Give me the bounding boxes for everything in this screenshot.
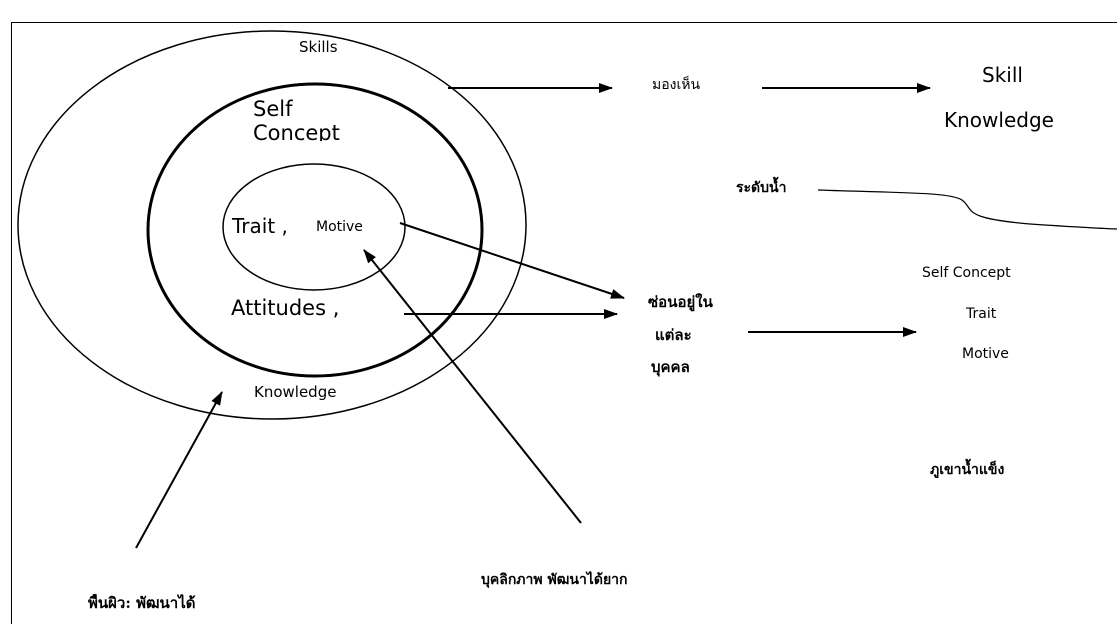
- label-hidden-2: แต่ละ: [655, 326, 692, 344]
- label-water-level: ระดับน้ำ: [736, 180, 787, 196]
- arrow-motive-to-hidden: [399, 222, 625, 299]
- arrow-surface-to-knowledge: [135, 391, 223, 549]
- middle-ring: [146, 82, 484, 378]
- label-knowledge: Knowledge: [254, 383, 337, 401]
- label-attitudes: Attitudes ,: [231, 296, 340, 320]
- label-visible: มองเห็น: [652, 77, 701, 93]
- label-motive-right: Motive: [962, 346, 1009, 362]
- label-hidden-1: ซ่อนอยู่ใน: [648, 293, 713, 311]
- label-personality: บุคลิกภาพ พัฒนาได้ยาก: [481, 572, 628, 588]
- label-motive: Motive: [316, 219, 363, 235]
- label-self-concept-right: Self Concept: [922, 265, 1011, 281]
- arrow-personality-to-trait: [363, 249, 582, 524]
- inner-ring: [222, 163, 406, 291]
- label-trait-right: Trait: [966, 306, 997, 322]
- label-hidden-3: บุคคล: [651, 358, 690, 376]
- label-knowledge-right: Knowledge: [944, 108, 1054, 132]
- label-trait: Trait ,: [232, 214, 288, 238]
- label-self-concept: Self Concept: [253, 97, 340, 141]
- label-skill: Skill: [982, 63, 1023, 87]
- diagram-frame: [11, 22, 1117, 624]
- label-skills: Skills: [299, 38, 338, 56]
- outer-ring: [17, 30, 527, 420]
- label-iceberg: ภูเขาน้ำแข็ง: [930, 462, 1005, 478]
- water-level-line: [817, 189, 1117, 230]
- label-surface: พื้นผิว: พัฒนาได้: [88, 594, 196, 612]
